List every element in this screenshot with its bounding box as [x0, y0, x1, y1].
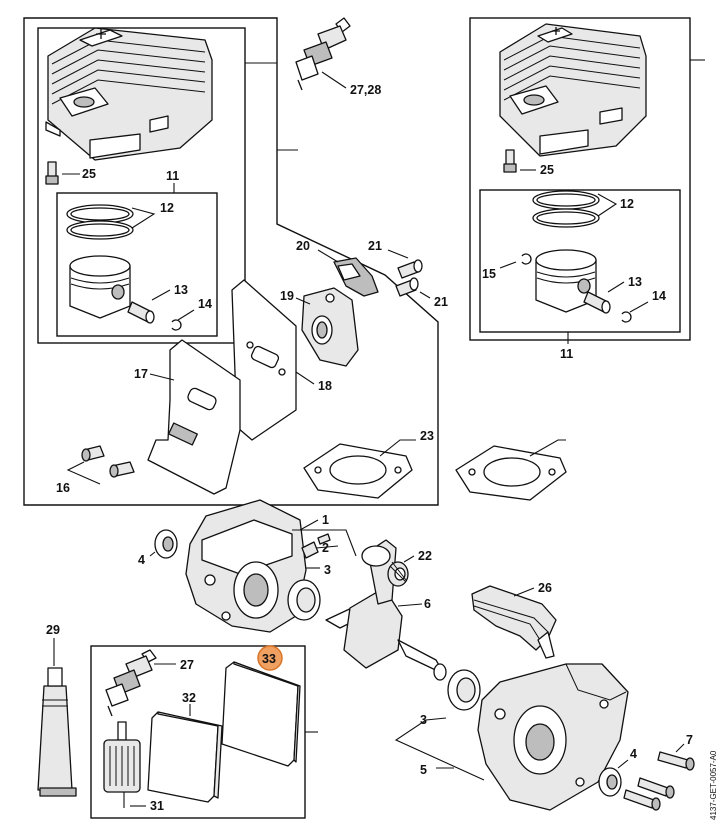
callout-32: 32 [182, 691, 196, 705]
callout-26: 26 [538, 581, 552, 595]
callout-29: 29 [46, 623, 60, 637]
piston-pin-right: 13 [583, 275, 642, 314]
bearing-3-left: 3 [287, 563, 331, 621]
cylinder-right [499, 23, 647, 157]
callout-16: 16 [56, 481, 70, 495]
callout-31: 31 [150, 799, 164, 813]
piston-rings-left: 12 11 [66, 169, 179, 240]
intake-manifold-19: 19 [280, 287, 359, 367]
crankcase-half-1: 1 [185, 499, 329, 633]
callout-2: 2 [322, 541, 329, 555]
callout-19: 19 [280, 289, 294, 303]
highlight-marker-33[interactable] [257, 645, 283, 671]
bracket-26: 26 [471, 581, 557, 659]
callout-20: 20 [296, 239, 310, 253]
callout-17: 17 [134, 367, 148, 381]
callout-23: 23 [420, 429, 434, 443]
callout-21-top: 21 [368, 239, 382, 253]
gaskets-23: 23 [303, 429, 567, 501]
callout-12-left: 12 [160, 201, 174, 215]
callout-14-left: 14 [198, 297, 212, 311]
seal-4-right: 4 [598, 747, 637, 797]
callout-13-right: 13 [628, 275, 642, 289]
callout-11-right: 11 [560, 347, 573, 361]
callout-3-right: 3 [420, 713, 427, 727]
seal-4-left: 4 [138, 529, 178, 567]
callout-7: 7 [686, 733, 693, 747]
callout-11-right-group: 11 [560, 332, 573, 361]
adjuster-20: 20 [296, 239, 379, 297]
callout-25-left: 25 [82, 167, 96, 181]
circlip-15: 15 [482, 253, 532, 281]
callout-27: 27 [180, 658, 194, 672]
callout-11-left: 11 [166, 169, 179, 183]
circlip-left: 14 [171, 297, 212, 331]
grease-tube-29: 29 [37, 623, 77, 797]
crankshaft-6: 6 [325, 539, 447, 681]
crankcase-half-5 [477, 663, 629, 811]
cylinder-left [45, 27, 213, 161]
callout-15: 15 [482, 267, 496, 281]
callout-3-left: 3 [324, 563, 331, 577]
drawing-code: 4137-GET-0057-A0 [709, 750, 718, 820]
bearing-3-right: 3 5 [394, 669, 485, 781]
screws-21: 21 21 [368, 239, 448, 309]
screw-25-right: 25 [503, 149, 554, 177]
callout-33: 33 [262, 652, 276, 666]
callout-27-28: 27,28 [350, 83, 381, 97]
callout-12-right: 12 [620, 197, 634, 211]
piston-rings-right: 12 [532, 190, 634, 228]
callout-22: 22 [418, 549, 432, 563]
circlip-right: 14 [621, 289, 666, 323]
callout-1: 1 [322, 513, 329, 527]
filter-element-33: 33 [221, 645, 301, 767]
fuel-filter-31: 31 [103, 721, 164, 813]
screw-25-left: 25 [45, 161, 96, 185]
piston-left [69, 255, 131, 319]
callout-13-left: 13 [174, 283, 188, 297]
spark-plug-27: 27 [105, 649, 194, 717]
frame-cylinder-kit-right [469, 17, 705, 341]
spark-plug-27-28: 27,28 [295, 17, 381, 97]
dowel-pins-2: 2 [292, 529, 357, 559]
screws-16: 16 [56, 445, 135, 495]
needle-bearing-22: 22 [387, 549, 432, 587]
callout-4-right: 4 [630, 747, 637, 761]
piston-pin-left: 13 [127, 283, 188, 324]
callout-25-right: 25 [540, 163, 554, 177]
screws-7: 7 [623, 733, 695, 811]
heat-shield-17: 17 [134, 339, 241, 495]
piston-right [535, 249, 597, 313]
callout-5: 5 [420, 763, 427, 777]
callout-4-left: 4 [138, 553, 145, 567]
callout-6: 6 [424, 597, 431, 611]
callout-21-bottom: 21 [434, 295, 448, 309]
frame-accessory-set [90, 645, 318, 819]
frame-cylinder-kit-left [23, 17, 439, 506]
callout-18: 18 [318, 379, 332, 393]
air-filter-32: 32 [147, 691, 223, 803]
callout-14-right: 14 [652, 289, 666, 303]
